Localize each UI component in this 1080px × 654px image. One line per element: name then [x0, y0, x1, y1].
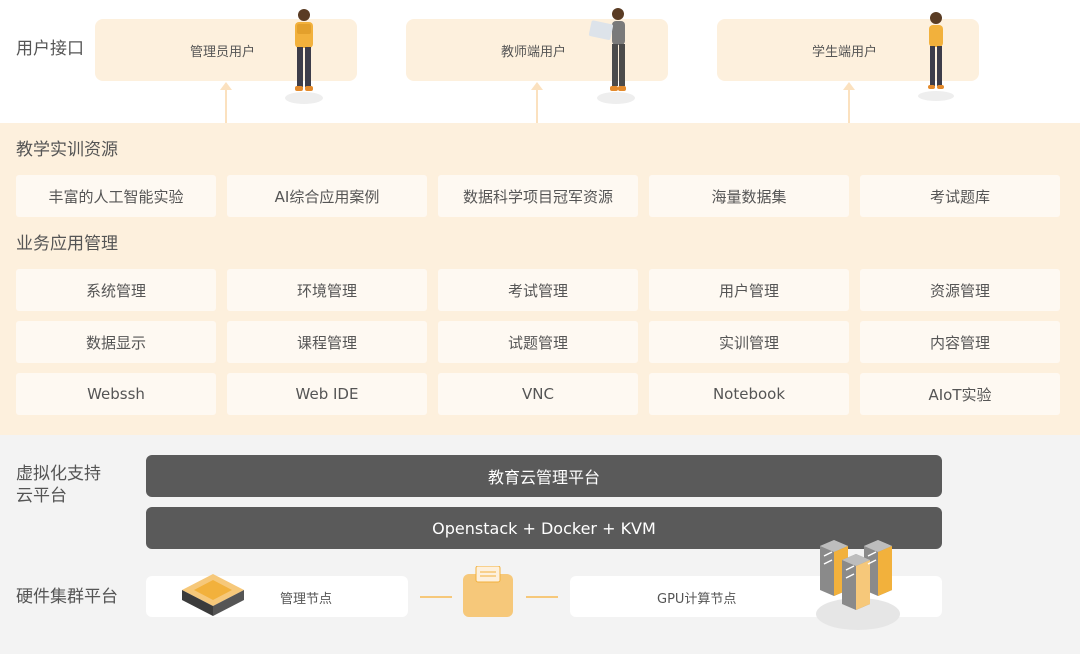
- server-rack-icon: [816, 540, 900, 630]
- resource-cell: AI综合应用案例: [227, 175, 427, 217]
- section-label-user-interface: 用户接口: [16, 39, 84, 59]
- section-label-teaching-resources: 教学实训资源: [16, 140, 118, 160]
- connector-line: [420, 596, 452, 598]
- teacher-user-label: 教师端用户: [501, 45, 567, 60]
- management-cell: 试题管理: [438, 321, 638, 363]
- management-cell: VNC: [438, 373, 638, 415]
- management-cell: 内容管理: [860, 321, 1060, 363]
- management-cell: AIoT实验: [860, 373, 1060, 415]
- admin-person-icon: [285, 9, 323, 104]
- management-cell: Web IDE: [227, 373, 427, 415]
- management-cell: Webssh: [16, 373, 216, 415]
- management-cell: 资源管理: [860, 269, 1060, 311]
- arrow-up-icon: [843, 82, 855, 123]
- management-cell: Notebook: [649, 373, 849, 415]
- management-cell: 数据显示: [16, 321, 216, 363]
- chip-icon: [182, 574, 244, 616]
- switch-icon: [463, 566, 513, 617]
- admin-user-box: 管理员用户: [95, 19, 357, 81]
- arrow-up-icon: [531, 82, 543, 123]
- education-cloud-bar: 教育云管理平台: [146, 455, 942, 497]
- connector-line: [526, 596, 558, 598]
- virtualization-stack-bar: Openstack + Docker + KVM: [146, 507, 942, 549]
- teacher-person-icon: [588, 8, 635, 104]
- management-cell: 考试管理: [438, 269, 638, 311]
- section-label-hardware: 硬件集群平台: [16, 587, 118, 607]
- resource-cell: 丰富的人工智能实验: [16, 175, 216, 217]
- section-label-virtualization: 虚拟化支持 云平台: [16, 464, 101, 506]
- management-cell: 课程管理: [227, 321, 427, 363]
- management-node-label: 管理节点: [280, 592, 333, 607]
- management-cell: 环境管理: [227, 269, 427, 311]
- admin-user-label: 管理员用户: [190, 45, 256, 60]
- resource-cell: 数据科学项目冠军资源: [438, 175, 638, 217]
- student-person-icon: [918, 12, 954, 101]
- arrow-up-icon: [220, 82, 232, 123]
- management-cell: 用户管理: [649, 269, 849, 311]
- management-cell: 实训管理: [649, 321, 849, 363]
- resource-cell: 考试题库: [860, 175, 1060, 217]
- gpu-node-label: GPU计算节点: [657, 592, 737, 607]
- student-user-label: 学生端用户: [812, 45, 878, 60]
- section-label-business-management: 业务应用管理: [16, 234, 118, 254]
- management-cell: 系统管理: [16, 269, 216, 311]
- resource-cell: 海量数据集: [649, 175, 849, 217]
